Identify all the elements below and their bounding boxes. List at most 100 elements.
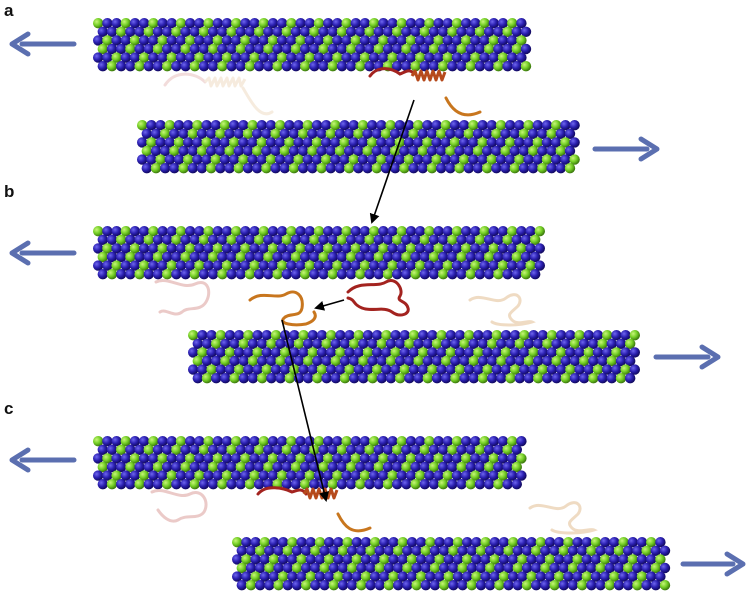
green-atom xyxy=(336,444,348,455)
blue-atom xyxy=(475,580,487,591)
green-atom xyxy=(449,137,461,148)
blue-atom xyxy=(479,52,490,63)
blue-atom xyxy=(263,26,274,37)
blue-atom xyxy=(563,571,574,582)
blue-atom xyxy=(277,243,288,254)
blue-atom xyxy=(486,120,497,131)
blue-atom xyxy=(183,137,194,148)
blue-atom xyxy=(457,580,468,591)
blue-atom xyxy=(503,580,514,591)
blue-atom xyxy=(359,436,371,447)
blue-atom xyxy=(440,154,451,165)
blue-atom xyxy=(387,226,398,237)
blue-atom xyxy=(520,26,532,37)
blue-atom xyxy=(449,154,461,165)
blue-atom xyxy=(304,453,315,464)
green-atom xyxy=(221,52,233,63)
blue-atom xyxy=(309,60,320,72)
blue-atom xyxy=(399,330,410,341)
green-atom xyxy=(233,163,244,174)
blue-atom xyxy=(235,234,246,245)
green-atom xyxy=(419,444,430,455)
green-atom xyxy=(272,60,283,72)
blue-atom xyxy=(238,120,249,131)
green-atom xyxy=(359,470,371,481)
blue-atom xyxy=(272,251,283,263)
blue-atom xyxy=(263,60,274,72)
blue-atom xyxy=(424,453,435,464)
blue-atom xyxy=(341,35,352,46)
pointer-arrow-a-to-b xyxy=(369,99,415,224)
blue-atom xyxy=(371,145,382,157)
green-atom xyxy=(405,243,417,254)
blue-atom xyxy=(350,226,361,237)
green-atom xyxy=(244,479,256,490)
green-atom xyxy=(286,18,297,29)
blue-atom xyxy=(468,338,479,349)
green-atom xyxy=(240,35,251,46)
green-atom xyxy=(291,562,303,574)
blue-atom xyxy=(396,52,407,63)
green-atom xyxy=(362,347,374,358)
green-atom xyxy=(275,120,286,131)
blue-atom xyxy=(376,120,387,131)
blue-atom xyxy=(238,373,249,384)
blue-atom xyxy=(479,243,490,254)
blue-atom xyxy=(411,562,422,574)
green-atom xyxy=(636,571,648,582)
blue-atom xyxy=(111,243,122,254)
green-atom xyxy=(217,60,228,72)
blue-atom xyxy=(554,537,565,548)
green-atom xyxy=(180,43,191,55)
green-atom xyxy=(597,338,608,349)
green-atom xyxy=(579,355,590,367)
pointer-arrow-b-to-c xyxy=(281,319,329,502)
blue-atom xyxy=(365,580,376,591)
blue-atom xyxy=(364,43,375,55)
green-atom xyxy=(284,373,295,384)
blue-atom xyxy=(206,347,217,358)
green-atom xyxy=(500,145,511,157)
blue-atom xyxy=(479,260,490,271)
blue-atom xyxy=(461,470,472,481)
blue-atom xyxy=(259,571,270,582)
green-atom xyxy=(97,461,109,473)
blue-atom xyxy=(295,470,306,481)
green-atom xyxy=(563,537,574,548)
green-atom xyxy=(258,226,269,237)
green-atom xyxy=(129,453,141,464)
blue-atom xyxy=(463,163,474,174)
blue-atom xyxy=(346,479,357,490)
green-atom xyxy=(208,461,219,473)
blue-atom xyxy=(422,154,433,165)
green-atom xyxy=(493,479,504,490)
blue-atom xyxy=(485,545,496,556)
green-atom xyxy=(465,479,476,490)
green-atom xyxy=(392,26,403,37)
green-atom xyxy=(555,145,566,157)
green-atom xyxy=(535,537,546,548)
blue-atom xyxy=(511,26,522,37)
blue-atom xyxy=(106,43,118,55)
slab-a-top xyxy=(93,18,532,72)
green-atom xyxy=(197,347,208,358)
blue-atom xyxy=(542,373,553,384)
blue-atom xyxy=(287,571,298,582)
blue-atom xyxy=(382,461,394,473)
blue-atom xyxy=(387,243,398,254)
blue-atom xyxy=(198,479,210,490)
blue-atom xyxy=(233,145,244,157)
blue-atom xyxy=(162,444,173,455)
blue-atom xyxy=(546,347,558,358)
green-atom xyxy=(468,120,479,131)
blue-atom xyxy=(313,35,325,46)
green-atom xyxy=(540,562,551,574)
green-atom xyxy=(482,163,493,174)
green-atom xyxy=(462,554,473,565)
blue-atom xyxy=(445,163,456,174)
blue-atom xyxy=(258,52,269,63)
blue-atom xyxy=(264,545,275,556)
blue-atom xyxy=(564,145,576,157)
blue-atom xyxy=(415,18,426,29)
